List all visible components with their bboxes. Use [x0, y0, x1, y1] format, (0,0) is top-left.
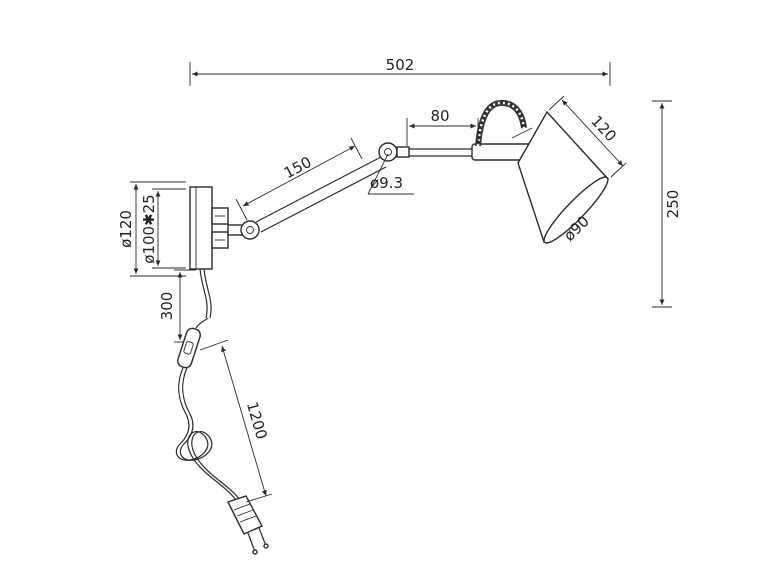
upper-hinge: [378, 142, 410, 162]
label-shade-length: 120: [587, 112, 620, 145]
label-arm-length: 150: [281, 153, 315, 182]
dimension-mount-spec: ø100✱25: [140, 188, 186, 269]
label-rod-length: 80: [430, 107, 449, 125]
dimension-arm-length: 150: [235, 137, 363, 221]
dimension-rod-length: 80: [406, 107, 479, 146]
label-overall-width: 502: [386, 56, 415, 74]
inline-switch: [177, 327, 201, 369]
mounting-knobs: [211, 207, 247, 249]
dimension-joint-diameter: ø9.3: [367, 153, 414, 195]
long-arm: [255, 156, 387, 233]
label-mount-spec: ø100✱25: [140, 194, 158, 263]
label-base-diameter: ø120: [117, 210, 135, 248]
dimension-overall-height: 250: [652, 100, 682, 308]
dimension-base-diameter: ø120: [117, 181, 186, 277]
label-overall-height: 250: [664, 190, 682, 219]
power-plug: [227, 495, 269, 555]
label-lead-length: 300: [158, 292, 176, 321]
dimension-overall-width: 502: [189, 56, 611, 86]
braided-cord: [475, 99, 527, 147]
label-joint-diameter: ø9.3: [370, 174, 403, 192]
label-cable-length: 1200: [243, 400, 271, 442]
lower-hinge: [240, 220, 260, 240]
lamp-shade: [511, 110, 609, 244]
power-cable: [175, 268, 241, 501]
dimension-lead-length: 300: [158, 269, 196, 343]
wall-plate: [189, 186, 213, 270]
